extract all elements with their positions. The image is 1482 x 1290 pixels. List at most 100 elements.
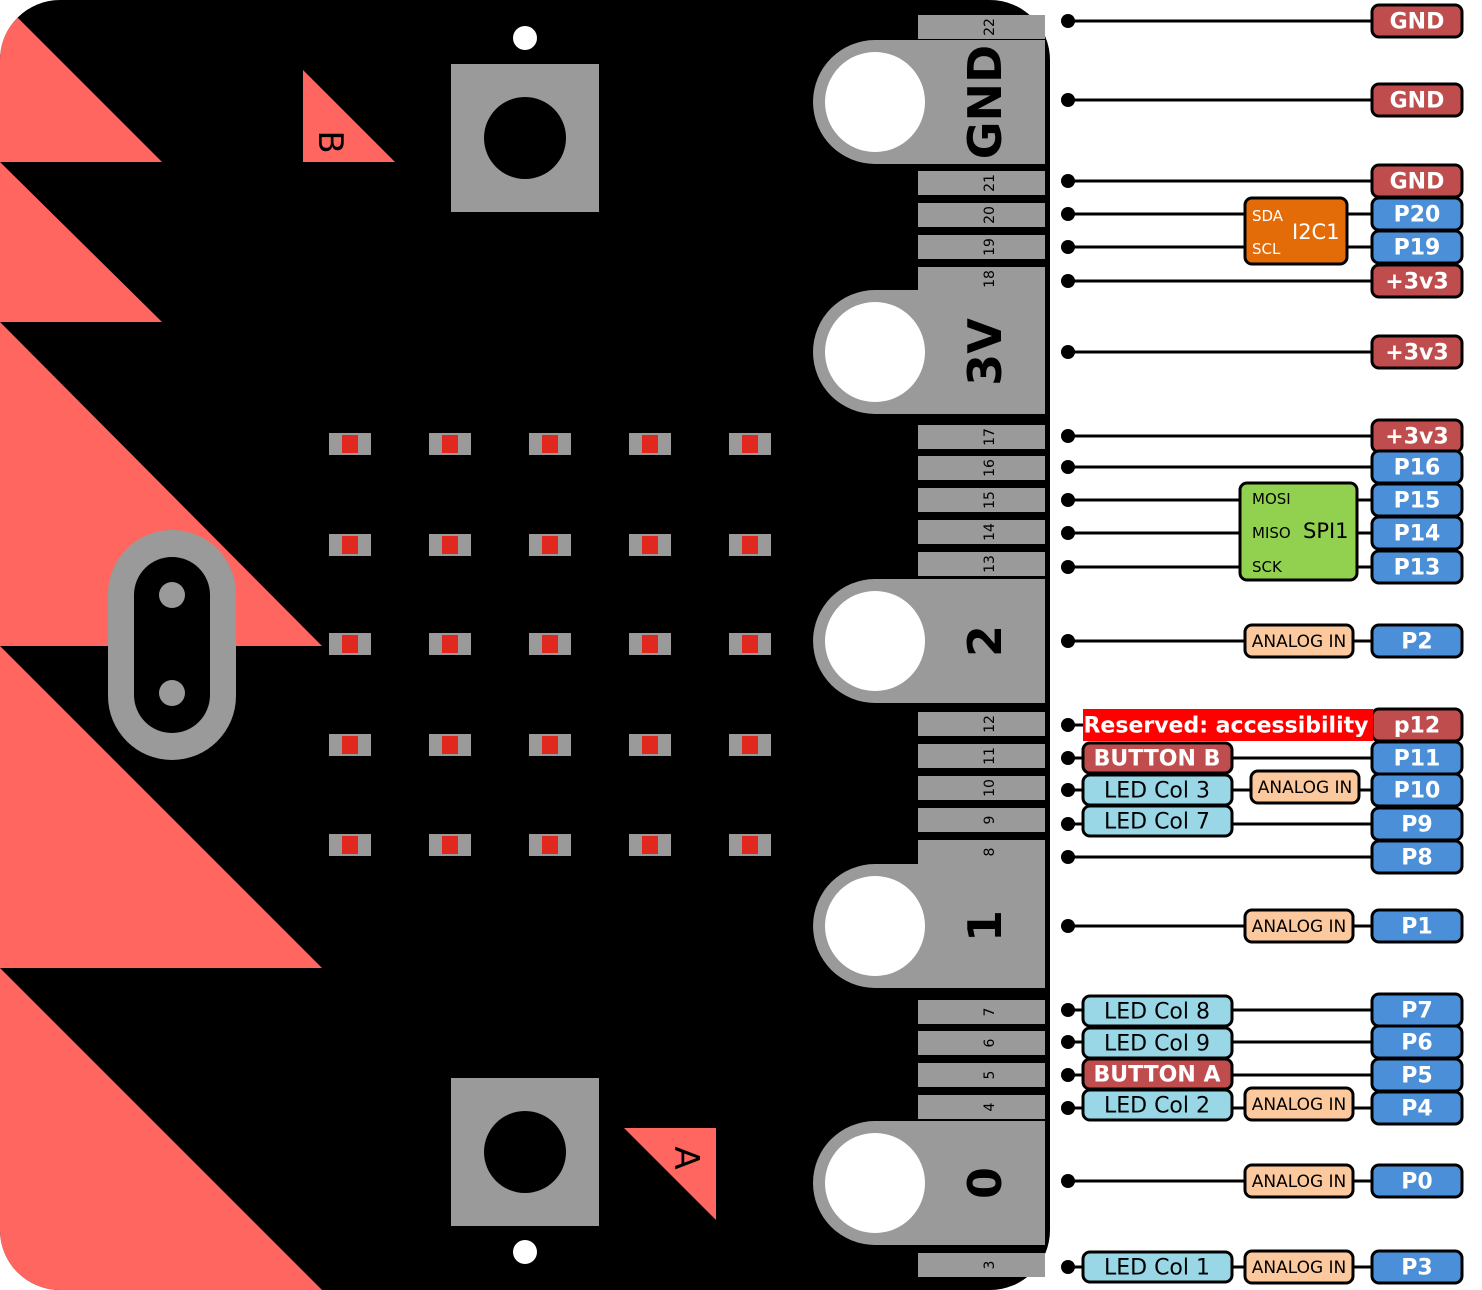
function-tag-label: LED Col 3	[1104, 779, 1210, 804]
function-tag-label: LED Col 9	[1104, 1032, 1210, 1057]
pin-tag-label: GND	[1390, 170, 1445, 195]
button-b-marker	[303, 70, 395, 162]
edge-pad: 20	[918, 203, 1045, 227]
analog-in-box	[1243, 1249, 1355, 1285]
ring-label: 2	[958, 625, 1012, 657]
pin-tag: P5	[1370, 1057, 1464, 1093]
pin-row-gnd2	[1061, 93, 1374, 107]
connector-dot	[1061, 240, 1075, 254]
pin-tag-label: P5	[1401, 1064, 1432, 1089]
edge-pad: 15	[918, 488, 1045, 512]
led	[729, 633, 771, 655]
edge-strip	[918, 520, 1045, 544]
button-b-cap	[484, 97, 566, 179]
ring-pad-p1: 1	[813, 864, 1045, 988]
led-light	[642, 736, 658, 754]
edge-strip	[918, 840, 1045, 864]
edge-strip	[918, 425, 1045, 449]
led-light	[642, 536, 658, 554]
pin-row-v33a	[1061, 274, 1374, 288]
analog-in-box	[1243, 623, 1355, 659]
edge-strip	[918, 203, 1045, 227]
edge-strip	[918, 488, 1045, 512]
led	[729, 433, 771, 455]
connector-dot	[1061, 560, 1075, 574]
pin-tag: P8	[1370, 839, 1464, 875]
edge-pad: 13	[918, 552, 1045, 576]
led	[329, 534, 371, 556]
connector-dot	[1061, 1101, 1075, 1115]
pin-row-p8	[1061, 850, 1374, 864]
edge-pin-number: 21	[982, 174, 998, 192]
pin-tag-label: P14	[1394, 522, 1441, 547]
ring-pad-3v: 3V	[813, 290, 1045, 414]
led	[329, 734, 371, 756]
spi-box	[1238, 481, 1359, 582]
function-tag-label: BUTTON B	[1094, 747, 1221, 772]
function-tag-box	[1081, 1088, 1234, 1122]
ring-hole	[825, 52, 925, 152]
connector-dot	[1061, 526, 1075, 540]
pin-tag-label: P13	[1394, 556, 1441, 581]
ring-hole	[825, 302, 925, 402]
edge-pad: 14	[918, 520, 1045, 544]
edge-pin-number: 12	[982, 715, 998, 733]
pin-row-v33c	[1061, 429, 1374, 443]
analog-in-tag: ANALOG IN	[1243, 1086, 1355, 1122]
connector-dot	[1061, 174, 1075, 188]
edge-pin-number: 8	[982, 848, 998, 857]
analog-in-tag: ANALOG IN	[1249, 769, 1361, 805]
edge-pin-number: 13	[982, 555, 998, 573]
led-light	[342, 536, 358, 554]
led-matrix	[329, 433, 771, 856]
pin-tag-label: P7	[1401, 999, 1432, 1024]
pin-tag: P10	[1370, 772, 1464, 808]
function-tag-box	[1081, 741, 1234, 775]
connector-dot	[1061, 718, 1075, 732]
pin-tag: P3	[1370, 1249, 1464, 1285]
connector-dot	[1061, 1003, 1075, 1017]
edge-connector: 222120191817161514131211109876543GND3V21…	[813, 15, 1045, 1277]
pin-tag-label: P9	[1401, 813, 1432, 838]
reserved-box	[1083, 709, 1373, 741]
edge-strip	[918, 1000, 1045, 1024]
pin-tag: P16	[1370, 449, 1464, 485]
ring-label: GND	[958, 45, 1012, 159]
edge-pad: 9	[918, 808, 1045, 832]
led	[529, 834, 571, 856]
pin-tag: P13	[1370, 549, 1464, 585]
edge-strip	[918, 1253, 1045, 1277]
led	[529, 734, 571, 756]
edge-pin-number: 14	[982, 523, 998, 541]
edge-pin-number: 11	[982, 747, 998, 765]
analog-in-box	[1243, 908, 1355, 944]
pin-tag-box	[1370, 263, 1464, 299]
analog-in-tag: ANALOG IN	[1243, 1163, 1355, 1199]
pin-tag: P20	[1370, 196, 1464, 232]
button-a-cap	[484, 1111, 566, 1193]
pin-tag-box	[1370, 515, 1464, 551]
pin-callouts: GNDGNDGNDP20P19+3v3+3v3+3v3P16P15P14P13P…	[1081, 3, 1464, 1285]
i2c-sda-label: SDA	[1252, 207, 1284, 225]
connector-dot	[1061, 345, 1075, 359]
function-tag-led-col3: LED Col 3	[1081, 773, 1234, 807]
pin-tag-label: P4	[1401, 1097, 1432, 1122]
function-tag-led-col7: LED Col 7	[1081, 804, 1234, 838]
connector-dot	[1061, 1174, 1075, 1188]
battery-connector	[108, 530, 236, 760]
pin-row-gnd3	[1061, 174, 1374, 188]
logo-triangle	[0, 968, 322, 1290]
edge-pin-number: 19	[982, 238, 998, 256]
connector-dot	[1061, 634, 1075, 648]
connector-dot	[1061, 783, 1075, 797]
ring-pad-gnd: GND	[813, 40, 1045, 164]
connector-dot	[1061, 274, 1075, 288]
led-light	[642, 635, 658, 653]
pin-tag: P0	[1370, 1163, 1464, 1199]
pin-tag: P19	[1370, 229, 1464, 265]
connector-dot	[1061, 751, 1075, 765]
button-a: A	[451, 1078, 716, 1264]
edge-pad: 8	[918, 840, 1045, 864]
reserved-accessibility-tag: Reserved: accessibility	[1083, 709, 1373, 741]
